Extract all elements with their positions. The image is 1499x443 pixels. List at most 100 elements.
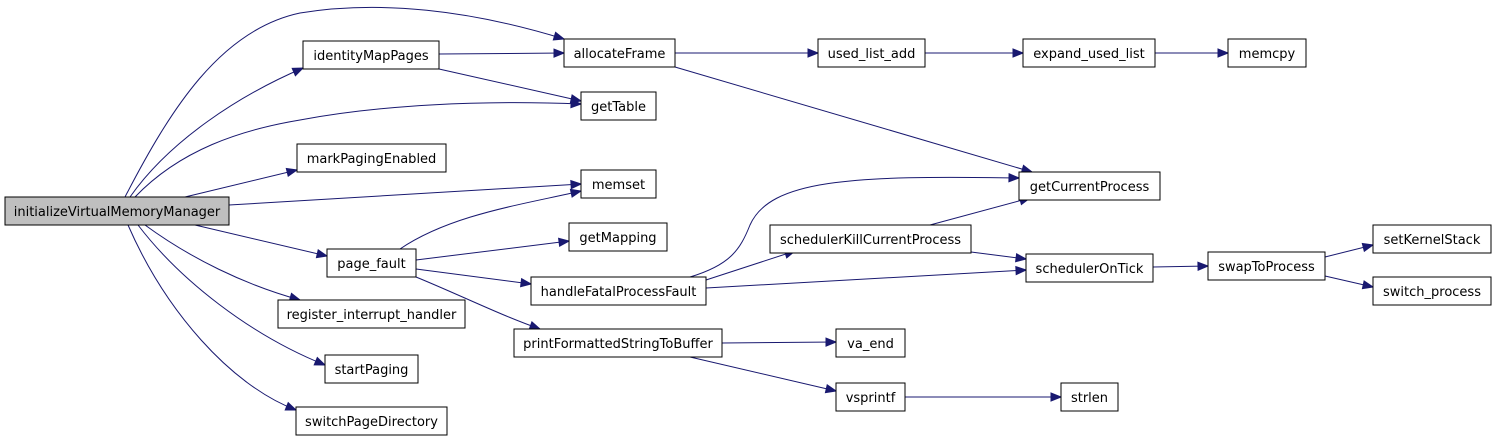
edge-line [184, 169, 298, 198]
node-va_end[interactable]: va_end [835, 328, 906, 358]
svg-text:vsprintf: vsprintf [846, 391, 896, 406]
arrowhead [291, 67, 305, 77]
arrowhead [807, 48, 820, 58]
edge-handleFatalProcessFault-to-getCurrentProcess [689, 173, 1021, 278]
edge-schedulerKillCurrentProcess-to-getCurrentProcess [929, 196, 1032, 226]
arrowhead [315, 248, 329, 259]
arrowhead [520, 277, 533, 288]
arrowhead [1015, 253, 1028, 263]
svg-text:getMapping: getMapping [579, 231, 656, 246]
node-getTable[interactable]: getTable [580, 91, 657, 121]
arrowhead [313, 356, 327, 366]
arrowhead [1197, 261, 1210, 271]
edge-line [415, 240, 570, 261]
arrowhead [553, 48, 566, 58]
node-schedulerKillCurrentProcess[interactable]: schedulerKillCurrentProcess [769, 224, 972, 254]
node-memcpy[interactable]: memcpy [1227, 38, 1307, 68]
edge-line [134, 102, 582, 198]
svg-text:switchPageDirectory: switchPageDirectory [305, 415, 438, 430]
node-allocateFrame[interactable]: allocateFrame [563, 38, 676, 68]
nodes-layer: initializeVirtualMemoryManager identityM… [4, 38, 1492, 436]
arrowhead [1361, 242, 1375, 253]
svg-text:printFormattedStringToBuffer: printFormattedStringToBuffer [523, 337, 713, 352]
edge-line [705, 250, 796, 281]
node-swapToProcess[interactable]: swapToProcess [1207, 251, 1326, 281]
edge-page_fault-to-getMapping [415, 237, 571, 261]
arrowhead [528, 321, 542, 330]
edge-line [144, 224, 301, 301]
svg-text:strlen: strlen [1071, 391, 1108, 406]
edge-initializeVirtualMemoryManager-to-allocateFrame [124, 6, 566, 198]
svg-text:allocateFrame: allocateFrame [574, 47, 666, 62]
svg-text:getTable: getTable [591, 100, 646, 115]
svg-text:used_list_add: used_list_add [828, 47, 916, 62]
arrowhead [558, 237, 571, 247]
arrowhead [1012, 48, 1025, 58]
edges-layer [124, 6, 1375, 411]
edge-line [674, 66, 1033, 173]
arrowhead [570, 179, 583, 190]
edge-swapToProcess-to-setKernelStack [1324, 242, 1375, 258]
edge-vsprintf-to-strlen [905, 392, 1063, 402]
svg-text:identityMapPages: identityMapPages [313, 49, 429, 64]
node-setKernelStack[interactable]: setKernelStack [1372, 224, 1492, 254]
edge-line [129, 67, 304, 198]
arrowhead [1008, 173, 1021, 183]
node-schedulerOnTick[interactable]: schedulerOnTick [1025, 253, 1154, 283]
edge-line [689, 356, 837, 392]
node-startPaging[interactable]: startPaging [324, 354, 419, 384]
edge-line [721, 341, 837, 344]
edge-schedulerKillCurrentProcess-to-schedulerOnTick [970, 251, 1028, 263]
node-getMapping[interactable]: getMapping [568, 222, 668, 252]
arrowhead [824, 383, 838, 394]
svg-text:markPagingEnabled: markPagingEnabled [307, 152, 437, 167]
node-handleFatalProcessFault[interactable]: handleFatalProcessFault [530, 276, 707, 306]
node-getCurrentProcess[interactable]: getCurrentProcess [1018, 171, 1161, 201]
edge-page_fault-to-memset [399, 188, 583, 250]
node-vsprintf[interactable]: vsprintf [835, 382, 906, 412]
node-switchPageDirectory[interactable]: switchPageDirectory [295, 406, 448, 436]
arrowhead [825, 337, 838, 347]
edge-initializeVirtualMemoryManager-to-memset [228, 179, 583, 206]
arrowhead [569, 94, 583, 104]
arrowhead [1050, 392, 1063, 402]
svg-text:startPaging: startPaging [335, 363, 409, 378]
edge-initializeVirtualMemoryManager-to-switchPageDirectory [127, 224, 298, 411]
node-used_list_add[interactable]: used_list_add [817, 38, 926, 68]
edge-identityMapPages-to-allocateFrame [438, 48, 566, 58]
edge-initializeVirtualMemoryManager-to-page_fault [194, 224, 329, 259]
svg-text:initializeVirtualMemoryManager: initializeVirtualMemoryManager [14, 205, 221, 220]
edge-printFormattedStringToBuffer-to-va_end [721, 337, 838, 347]
node-page_fault[interactable]: page_fault [326, 248, 417, 278]
node-strlen[interactable]: strlen [1060, 382, 1119, 412]
edge-line [228, 183, 582, 206]
svg-text:page_fault: page_fault [337, 257, 405, 272]
svg-text:va_end: va_end [847, 337, 894, 352]
node-printFormattedStringToBuffer[interactable]: printFormattedStringToBuffer [513, 328, 723, 358]
svg-text:handleFatalProcessFault: handleFatalProcessFault [541, 285, 697, 300]
node-memset[interactable]: memset [580, 169, 657, 199]
edge-line [929, 197, 1031, 226]
edge-used_list_add-to-expand_used_list [925, 48, 1025, 58]
node-identityMapPages[interactable]: identityMapPages [302, 40, 440, 70]
node-markPagingEnabled[interactable]: markPagingEnabled [296, 143, 447, 173]
edge-expand_used_list-to-memcpy [1155, 48, 1230, 58]
svg-text:switch_process: switch_process [1383, 285, 1481, 300]
edge-line [705, 269, 1027, 289]
edge-line [127, 224, 297, 411]
edge-line [689, 176, 1020, 278]
edge-initializeVirtualMemoryManager-to-identityMapPages [129, 67, 305, 198]
node-register_interrupt_handler[interactable]: register_interrupt_handler [277, 299, 466, 329]
edge-line [415, 268, 532, 285]
edge-initializeVirtualMemoryManager-to-startPaging [137, 224, 327, 366]
arrowhead [569, 188, 583, 198]
arrowhead [1015, 265, 1028, 276]
node-expand_used_list[interactable]: expand_used_list [1022, 38, 1156, 68]
node-initializeVirtualMemoryManager[interactable]: initializeVirtualMemoryManager [4, 196, 230, 226]
edge-printFormattedStringToBuffer-to-vsprintf [689, 356, 838, 394]
arrowhead [552, 31, 566, 41]
arrowhead [1361, 280, 1375, 290]
node-switch_process[interactable]: switch_process [1372, 276, 1492, 306]
svg-text:getCurrentProcess: getCurrentProcess [1030, 180, 1150, 195]
